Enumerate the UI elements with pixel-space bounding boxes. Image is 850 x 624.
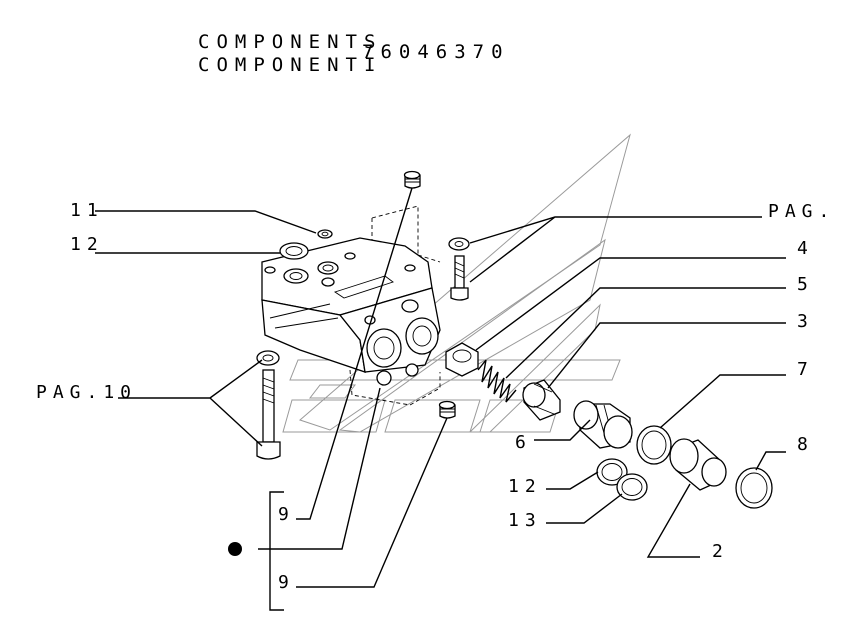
part-3-piston <box>522 379 561 421</box>
callout-11: 11 <box>70 200 104 221</box>
part-7-oring <box>636 425 672 465</box>
callout-9-top: 9 <box>278 504 295 525</box>
callout-5: 5 <box>797 274 814 295</box>
right-bolt-assembly <box>448 237 470 301</box>
callout-pag-10: PAG.10 <box>36 382 137 403</box>
bullet-dot-icon <box>228 542 242 556</box>
left-bolt-assembly <box>256 350 281 460</box>
callout-3: 3 <box>797 311 814 332</box>
leader-lines <box>95 187 786 611</box>
callout-12-right: 12 <box>508 476 542 497</box>
part-number: 76046370 <box>362 41 510 63</box>
part-9-top-screw <box>403 170 421 189</box>
part-13-oring <box>616 473 648 501</box>
callout-2: 2 <box>712 541 729 562</box>
part-12-seal-left <box>279 242 309 260</box>
title-en: COMPONENTS <box>198 31 382 53</box>
callout-12-left: 12 <box>70 234 104 255</box>
callout-13: 13 <box>508 510 542 531</box>
valve-body <box>261 205 441 406</box>
callout-8: 8 <box>797 434 814 455</box>
title-it: COMPONENTI <box>198 54 382 76</box>
part-5-spring <box>477 359 517 403</box>
part-9-lower-screw <box>438 400 456 419</box>
callout-pag-right: PAG. <box>768 201 835 222</box>
callout-9-bottom: 9 <box>278 572 295 593</box>
callout-6: 6 <box>515 432 532 453</box>
part-4-plug <box>445 342 479 377</box>
part-6-spool <box>573 400 633 449</box>
callout-labels: 11 12 PAG. 4 5 3 7 6 8 12 13 2 PAG.10 9 … <box>36 200 835 593</box>
callout-7: 7 <box>797 359 814 380</box>
part-11-oring <box>317 229 333 239</box>
part-2-end-plug <box>669 438 727 491</box>
watermark-logo <box>282 133 631 433</box>
callout-4: 4 <box>797 238 814 259</box>
part-8-snap-ring <box>735 467 773 509</box>
